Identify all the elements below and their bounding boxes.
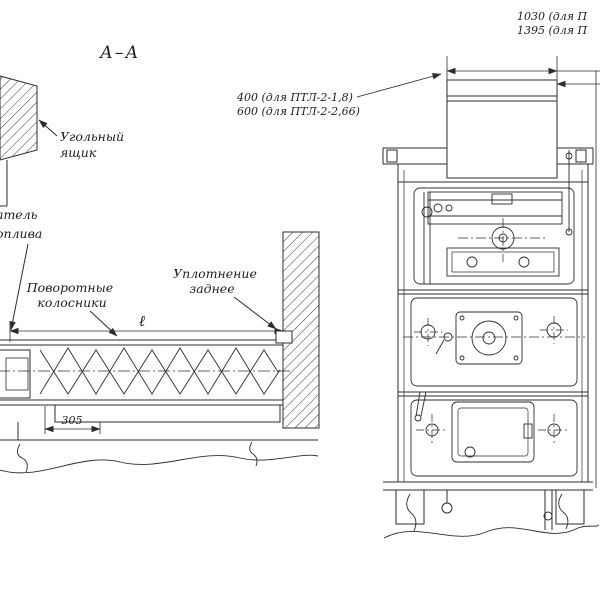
section-aa-view: А–А Угольный ящик атель оплива Поворотны… bbox=[0, 43, 320, 474]
lower-door-section bbox=[410, 391, 578, 477]
coal-box-leader bbox=[38, 119, 58, 137]
dim-length bbox=[9, 322, 284, 342]
side-pipe bbox=[565, 150, 573, 236]
grates-leader bbox=[89, 310, 118, 337]
seal-leader bbox=[233, 296, 277, 330]
rear-wall bbox=[282, 231, 320, 429]
latch-icon bbox=[464, 446, 476, 458]
seal-label-1: Уплотнение bbox=[173, 266, 257, 281]
grates-label-1: Поворотные bbox=[26, 280, 113, 295]
front-view: 1030 (для П 1395 (для П 400 (для ПТЛ-2-1… bbox=[236, 10, 600, 539]
middle-door-section bbox=[403, 297, 585, 387]
section-label: А–А bbox=[99, 43, 140, 63]
left-leg bbox=[395, 489, 425, 525]
right-leg bbox=[555, 489, 585, 525]
grates-label-2: колосники bbox=[37, 295, 106, 310]
coal-box bbox=[0, 75, 58, 207]
coal-box-label-1: Угольный bbox=[60, 129, 124, 144]
coal-box-label-2: ящик bbox=[60, 145, 97, 160]
valve-icon bbox=[421, 206, 433, 218]
lever-icon bbox=[414, 414, 422, 422]
ash-door bbox=[451, 401, 535, 463]
dim-400-text: 400 (для ПТЛ-2-1,8) bbox=[236, 91, 353, 104]
feeder-label-2: оплива bbox=[0, 226, 42, 241]
dim-305-text: 305 bbox=[62, 414, 83, 427]
burner-section bbox=[413, 187, 575, 285]
dim-1395-text: 1395 (для П bbox=[517, 24, 588, 37]
duct-dim-leader bbox=[356, 73, 442, 98]
dim-600-text: 600 (для ПТЛ-2-2,66) bbox=[237, 105, 360, 118]
dim-305 bbox=[44, 406, 101, 434]
middle-door bbox=[455, 311, 523, 365]
right-ground-break bbox=[383, 493, 600, 539]
flue-duct bbox=[446, 79, 558, 179]
dim-length-text: ℓ bbox=[139, 312, 145, 330]
dim-1030-text: 1030 (для П bbox=[517, 10, 588, 23]
left-ground-break bbox=[0, 439, 319, 474]
boiler-body bbox=[397, 164, 589, 482]
screw-conveyor bbox=[0, 330, 293, 440]
door-handle-icon bbox=[443, 332, 453, 342]
seal-label-2: заднее bbox=[189, 281, 234, 296]
feeder-label-1: атель bbox=[0, 207, 38, 222]
base bbox=[383, 481, 593, 530]
feeder-leader bbox=[9, 243, 29, 331]
rear-seal-detail bbox=[275, 330, 293, 344]
